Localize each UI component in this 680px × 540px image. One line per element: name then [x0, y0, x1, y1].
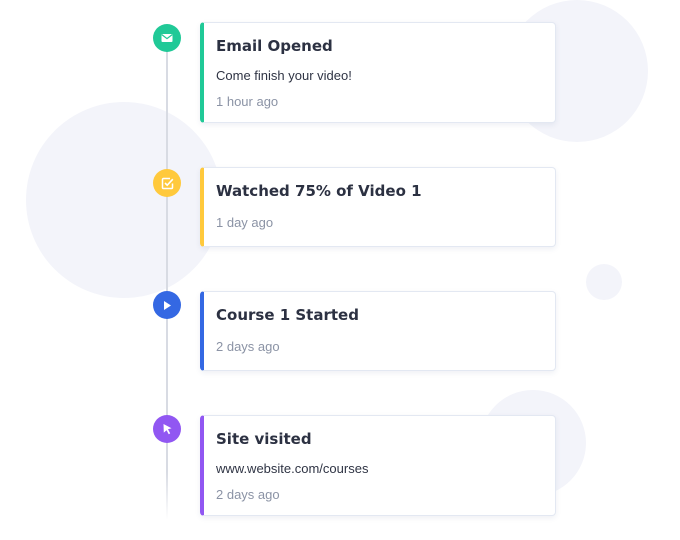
event-title: Course 1 Started	[216, 306, 359, 324]
event-detail: Come finish your video!	[216, 68, 352, 83]
event-detail: www.website.com/courses	[216, 461, 369, 476]
cursor-icon	[162, 423, 173, 435]
event-title: Site visited	[216, 430, 312, 448]
background-circle	[586, 264, 622, 300]
email-marker	[153, 24, 181, 52]
event-card-site-visited[interactable]: Site visited www.website.com/courses 2 d…	[200, 415, 556, 516]
event-time: 2 days ago	[216, 339, 280, 354]
event-title: Watched 75% of Video 1	[216, 182, 422, 200]
watched-marker	[153, 169, 181, 197]
timeline-line	[166, 40, 168, 520]
checkbox-icon	[161, 177, 174, 190]
event-title: Email Opened	[216, 37, 333, 55]
envelope-icon	[161, 33, 173, 43]
background-circle	[26, 102, 222, 298]
event-card-email-opened[interactable]: Email Opened Come finish your video! 1 h…	[200, 22, 556, 123]
event-time: 1 hour ago	[216, 94, 279, 109]
play-icon	[162, 300, 172, 311]
site-marker	[153, 415, 181, 443]
event-time: 1 day ago	[216, 215, 274, 230]
event-card-watched-video[interactable]: Watched 75% of Video 1 1 day ago	[200, 167, 556, 247]
event-time: 2 days ago	[216, 487, 280, 502]
course-marker	[153, 291, 181, 319]
event-card-course-started[interactable]: Course 1 Started 2 days ago	[200, 291, 556, 371]
